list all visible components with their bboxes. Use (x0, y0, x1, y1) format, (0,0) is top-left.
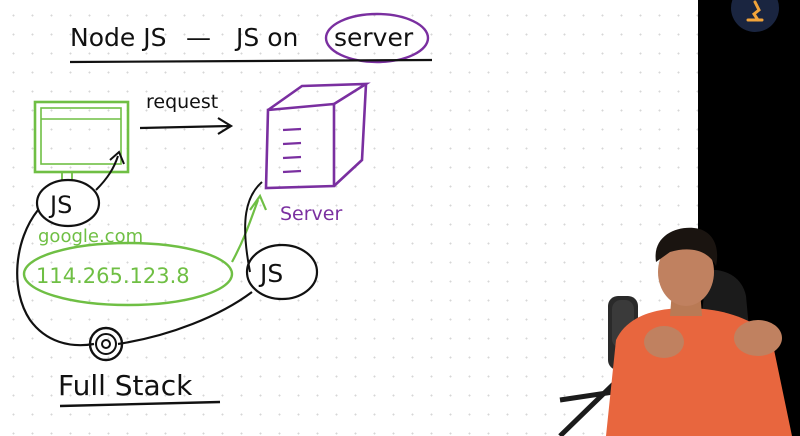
domain-label: google.com (38, 226, 143, 247)
server-label: Server (280, 203, 342, 225)
js-badge-server-label: JS (258, 259, 283, 288)
ip-address-oval (22, 241, 234, 307)
request-arrow (139, 117, 234, 135)
server-circle-highlight (324, 12, 430, 64)
ip-to-server-arrow (231, 193, 268, 263)
js-badge-client (35, 178, 101, 228)
js-to-server-curve (244, 181, 263, 273)
channel-logo-icon (731, 0, 779, 32)
footer-full-stack: Full Stack (58, 369, 193, 402)
client-arrow (95, 150, 125, 191)
ip-address-label: 114.265.123.8 (36, 264, 190, 288)
title-node-js: Node JS (70, 23, 166, 52)
globe-scribble-icon (88, 326, 124, 362)
browser-window-icon (33, 100, 130, 182)
footer-underline (59, 400, 221, 408)
globe-to-js-curve (117, 291, 253, 346)
presenter-video-background (698, 0, 800, 436)
js-badge-server (245, 243, 319, 301)
title-dash: — (186, 23, 211, 52)
title-server: server (334, 23, 414, 52)
js-badge-client-label: JS (48, 191, 72, 219)
server-box-icon (264, 82, 371, 190)
title-underline (69, 58, 433, 64)
left-loop-curve (16, 209, 95, 347)
title-js-on: JS on (234, 23, 298, 52)
request-label: request (146, 91, 218, 113)
